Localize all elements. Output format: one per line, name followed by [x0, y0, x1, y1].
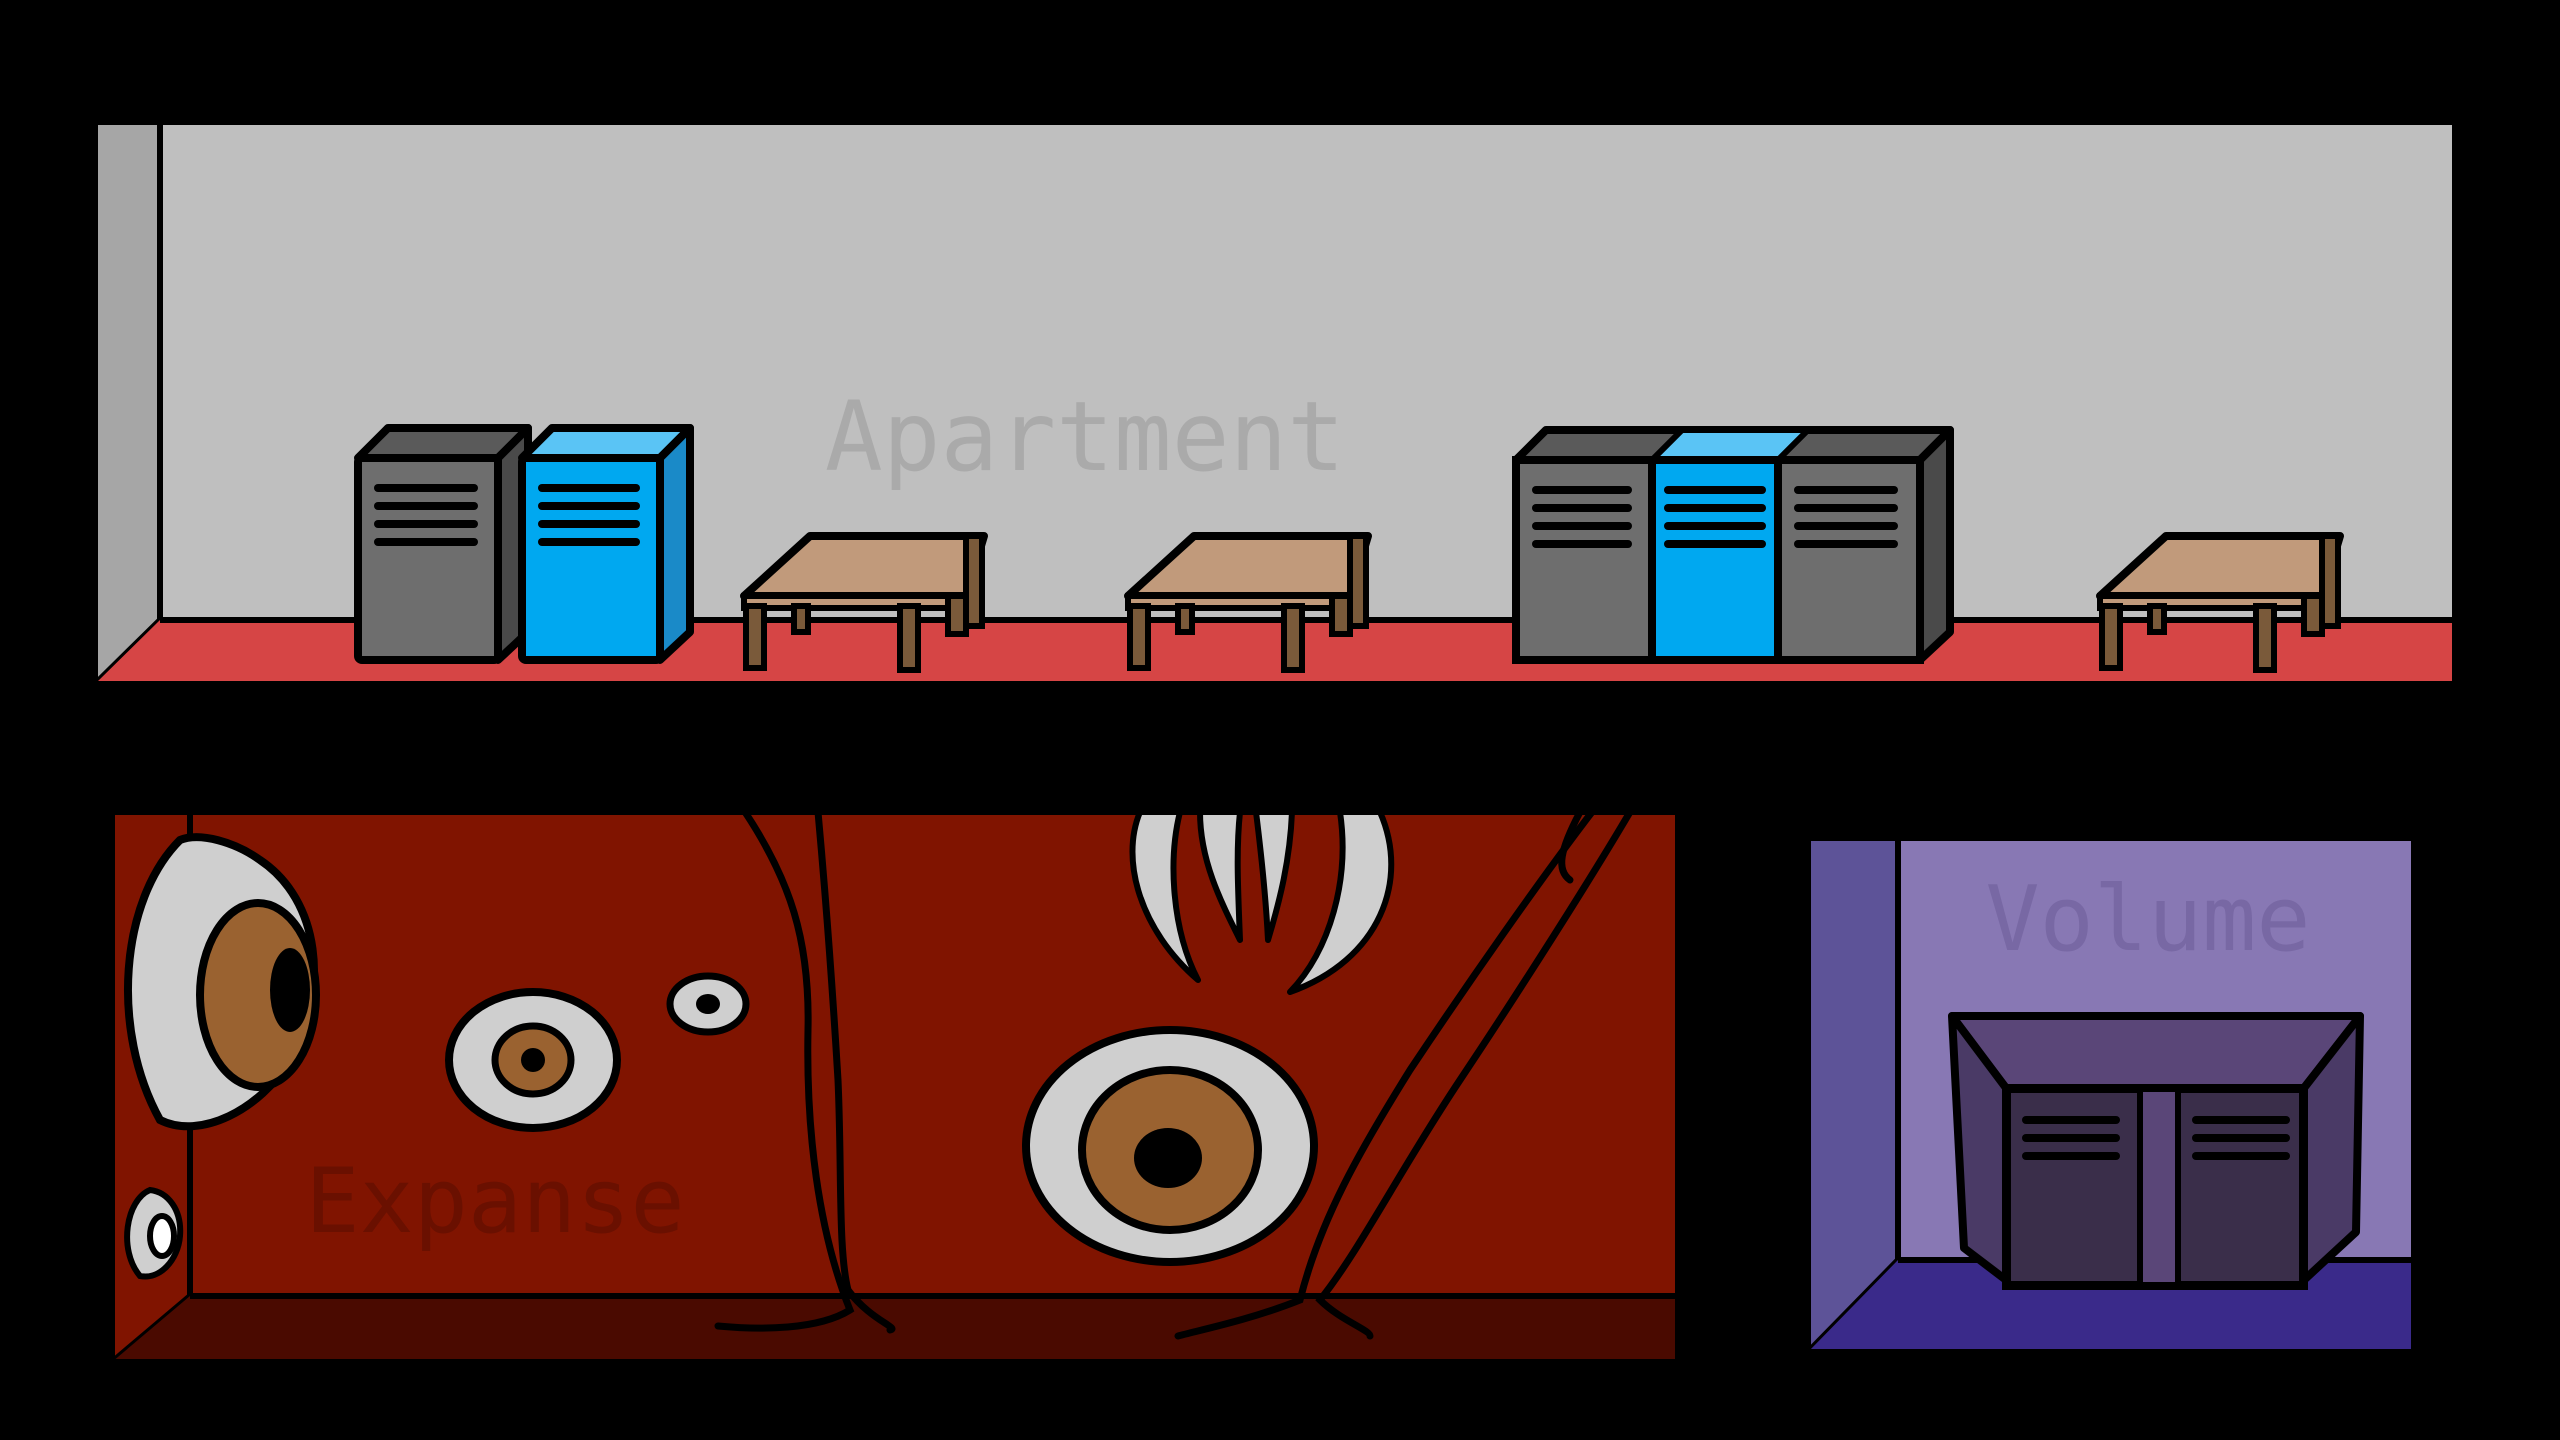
- expanse-room-label: Expanse: [305, 1149, 684, 1254]
- gray-locker-icon[interactable]: [1774, 456, 1924, 664]
- expanse-room[interactable]: Expanse: [109, 808, 1678, 1369]
- dark-locker-icon[interactable]: [1948, 1012, 2364, 1290]
- apartment-side-wall: [92, 119, 163, 692]
- wooden-table-icon[interactable]: [2096, 532, 2344, 673]
- apartment-room-label: Apartment: [825, 381, 1345, 493]
- eye-icon[interactable]: [1022, 1026, 1318, 1266]
- fang-icon: [1129, 809, 1395, 995]
- eye-icon[interactable]: [124, 1186, 184, 1280]
- root-icon: [714, 808, 1634, 1340]
- expanse-frame: [109, 809, 1681, 1365]
- gray-locker-icon[interactable]: [1512, 456, 1656, 664]
- volume-frame: [1805, 835, 2417, 1355]
- blue-locker-icon[interactable]: [518, 424, 694, 664]
- volume-room[interactable]: Volume: [1805, 835, 2414, 1360]
- blue-locker-icon[interactable]: [1648, 456, 1782, 664]
- volume-room-label: Volume: [1985, 867, 2310, 972]
- wooden-table-icon[interactable]: [740, 532, 988, 673]
- apartment-room[interactable]: Apartment: [92, 119, 2455, 692]
- gray-locker-icon[interactable]: [354, 424, 532, 664]
- eye-icon[interactable]: [445, 988, 621, 1132]
- expanse-back-wall: [112, 812, 1678, 1362]
- wooden-table-icon[interactable]: [1124, 532, 1372, 673]
- eye-icon[interactable]: [124, 833, 320, 1131]
- eye-icon[interactable]: [666, 972, 750, 1036]
- apartment-frame: [92, 119, 2458, 687]
